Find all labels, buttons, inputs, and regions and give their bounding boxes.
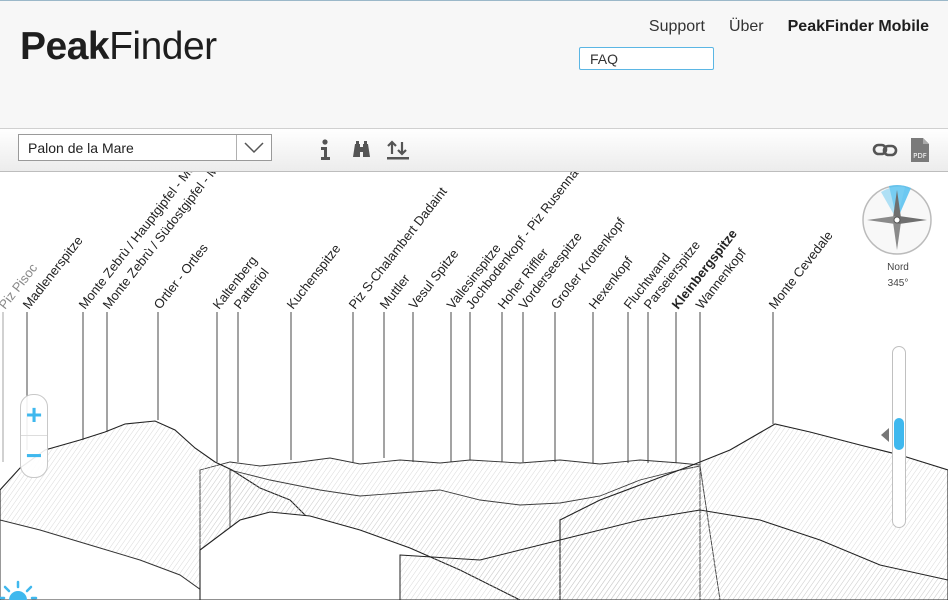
compass-bearing: 345° [887,278,909,289]
peak-select[interactable]: Palon de la Mare [18,134,272,161]
elevation-icon[interactable] [386,138,410,162]
zoom-control: + − [20,394,48,478]
zoom-out-button[interactable]: − [21,435,47,476]
toolbar: Palon de la Mare PDF [0,129,948,172]
compass-widget[interactable] [861,184,933,256]
peak-label[interactable]: Ortler - Ortles [151,240,212,312]
elevation-slider-thumb[interactable] [894,418,904,450]
info-icon[interactable] [314,138,338,162]
slider-pointer-icon [881,428,889,442]
top-accent-line [0,0,948,1]
peak-label[interactable]: Kuchenspitze [284,241,344,312]
chevron-down-icon[interactable] [236,135,271,160]
nav-support-link[interactable]: Support [648,18,705,35]
peak-label[interactable]: Monte Cevedale [766,228,836,312]
svg-text:PDF: PDF [913,152,927,160]
foreground-ridge-left [0,519,216,600]
nav-mobile-link[interactable]: PeakFinder Mobile [787,18,929,35]
peak-label[interactable]: Monte Zebrù / Hauptgipfel - Mo [76,172,199,312]
pdf-icon[interactable]: PDF [909,137,931,162]
foreground-ridge-right [399,509,948,600]
zoom-in-button[interactable]: + [21,395,47,435]
site-header: PeakFinder Support Über PeakFinder Mobil… [0,1,948,129]
top-nav: Support Über PeakFinder Mobile [649,18,929,36]
minus-icon: − [25,440,43,471]
link-icon[interactable] [872,138,898,162]
peakfinder-logo[interactable]: PeakFinder [20,25,217,68]
compass-direction: Nord [887,262,909,273]
sun-icon[interactable] [0,578,40,605]
peak-select-value: Palon de la Mare [28,139,134,156]
binoculars-icon[interactable] [350,138,374,162]
faq-search-input[interactable] [579,47,714,70]
plus-icon: + [25,399,43,430]
nav-about-link[interactable]: Über [728,18,764,35]
